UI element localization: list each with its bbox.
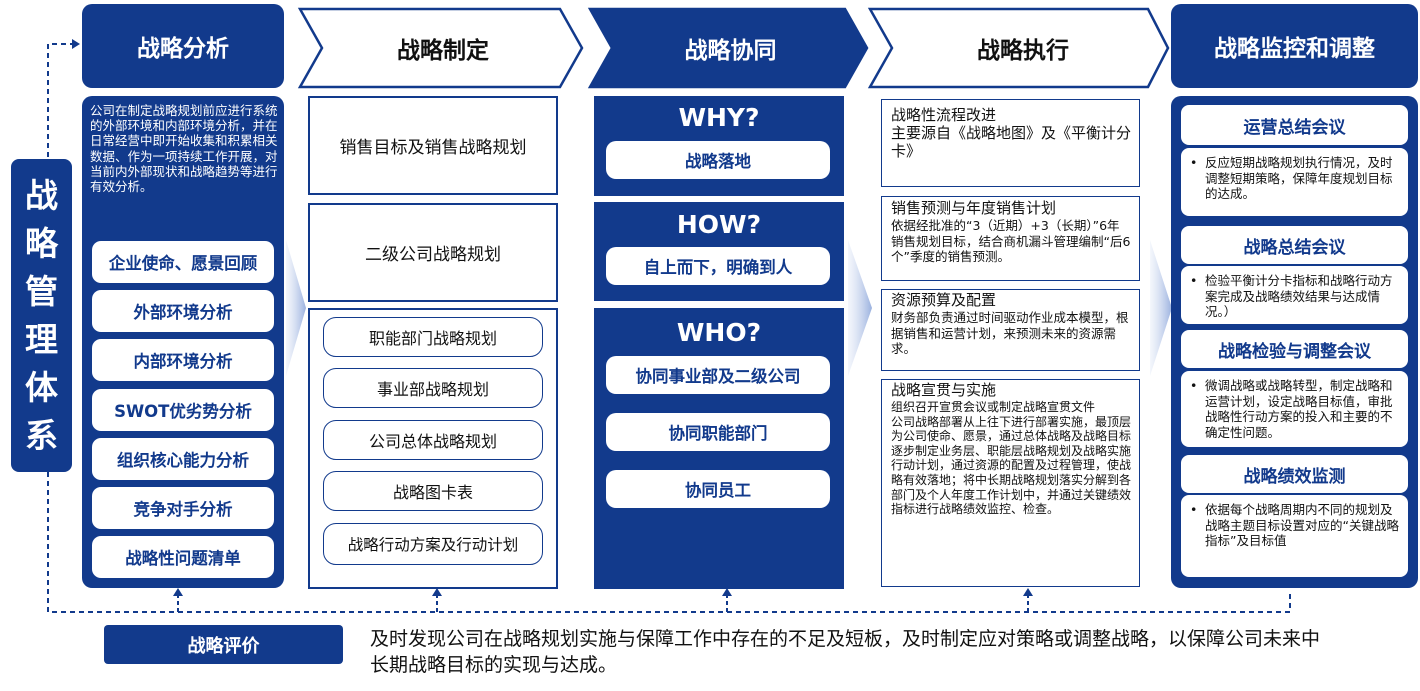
execution-box	[881, 99, 1140, 187]
side-title-char: 战	[25, 175, 58, 215]
evaluation-label: 战略评价	[187, 635, 260, 657]
analysis-item: 企业使命、愿景回顾	[92, 241, 274, 283]
synergy-how-item: 自上而下，明确到人	[606, 247, 830, 285]
execution-body: 依据经批准的“3（近期）+3（长期）”6年销售规划目标，结合商机漏斗管理编制“后…	[891, 218, 1131, 264]
execution-body: 组织召开宣贯会议或制定战略宣贯文件 公司战略部署从上往下进行部署实施，最顶层为公…	[891, 400, 1132, 517]
side-title-char: 系	[25, 415, 58, 455]
formulation-box-subsidiary-label: 二级公司战略规划	[365, 245, 501, 265]
header-synergy: 战略协同	[684, 38, 777, 64]
header-formulation: 战略制定	[397, 38, 489, 64]
side-title-char: 略	[25, 223, 58, 263]
header-chevron-3	[587, 7, 869, 89]
execution-title: 销售预测与年度销售计划	[891, 199, 1057, 217]
execution-box	[881, 379, 1140, 587]
header-analysis: 战略分析	[137, 36, 229, 62]
header-box-analysis	[82, 4, 284, 88]
analysis-item: 战略性问题清单	[92, 536, 274, 578]
header-chevron-2	[297, 7, 584, 89]
bullet-icon: •	[1190, 502, 1198, 517]
side-title-char: 管	[25, 271, 58, 311]
execution-body: 财务部负责通过时间驱动作业成本模型，根据销售和运营计划，来预测未来的资源需求。	[891, 310, 1129, 356]
formulation-item: 战略行动方案及行动计划	[323, 523, 543, 565]
monitoring-card-body: • 依据每个战略周期内不同的规划及战略主题目标设置对应的“关键战略指标”及目标值	[1181, 495, 1408, 577]
monitoring-card-title: 运营总结会议	[1181, 105, 1408, 145]
formulation-item: 公司总体战略规划	[323, 420, 543, 460]
synergy-how-label: HOW?	[676, 209, 762, 239]
formulation-box-subsidiary: 二级公司战略规划	[308, 203, 558, 302]
header-box-monitoring	[1171, 4, 1418, 88]
synergy-who-item: 协同事业部及二级公司	[606, 356, 830, 394]
bullet-icon: •	[1190, 155, 1198, 170]
analysis-item: 竞争对手分析	[92, 487, 274, 529]
bullet-icon: •	[1190, 378, 1198, 393]
header-chevron-4	[867, 7, 1170, 89]
side-title-char: 理	[25, 319, 58, 359]
analysis-item: SWOT优劣势分析	[92, 389, 274, 431]
execution-body: 主要源自《战略地图》及《平衡计分卡》	[891, 124, 1132, 160]
synergy-why-label: WHY?	[678, 102, 760, 132]
synergy-who-item: 协同员工	[606, 470, 830, 508]
formulation-item: 职能部门战略规划	[323, 317, 543, 357]
side-title-box: 战 略 管 理 体 系	[11, 159, 72, 472]
monitoring-card-title: 战略总结会议	[1181, 226, 1408, 264]
monitoring-card-text: 微调战略或战略转型，制定战略和运营计划，设定战略目标值，审批战略性行动方案的投入…	[1205, 378, 1393, 440]
execution-title: 资源预算及配置	[891, 291, 997, 309]
analysis-item: 内部环境分析	[92, 339, 274, 381]
evaluation-text: 及时发现公司在战略规划实施与保障工作中存在的不足及短板，及时制定应对策略或调整战…	[370, 628, 1321, 676]
monitoring-card-body: • 检验平衡计分卡指标和战略行动方案完成及战略绩效结果与达成情况。）	[1181, 266, 1408, 324]
header-monitoring: 战略监控和调整	[1214, 36, 1375, 62]
formulation-item: 事业部战略规划	[323, 368, 543, 408]
formulation-box-sales: 销售目标及销售战略规划	[308, 96, 558, 195]
evaluation-label-box	[104, 625, 343, 664]
monitoring-card-text: 检验平衡计分卡指标和战略行动方案完成及战略绩效结果与达成情况。）	[1205, 273, 1393, 319]
synergy-who-item: 协同职能部门	[606, 413, 830, 451]
monitoring-card-text: 依据每个战略周期内不同的规划及战略主题目标设置对应的“关键战略指标”及目标值	[1205, 502, 1399, 548]
monitoring-card-title: 战略绩效监测	[1181, 455, 1408, 493]
monitoring-card-title: 战略检验与调整会议	[1181, 330, 1408, 368]
analysis-intro: 公司在制定战略规划前应进行系统的外部环境和内部环境分析，并在日常经营中即开始收集…	[90, 103, 278, 195]
synergy-why-item: 战略落地	[606, 141, 830, 179]
analysis-item: 组织核心能力分析	[92, 438, 274, 480]
execution-box	[881, 289, 1140, 371]
execution-title: 战略性流程改进	[891, 106, 997, 124]
formulation-item: 战略图卡表	[323, 471, 543, 511]
header-execution: 战略执行	[977, 38, 1069, 64]
monitoring-card-text: 反应短期战略规划执行情况，及时调整短期策略，保障年度规划目标的达成。	[1205, 155, 1393, 201]
analysis-item: 外部环境分析	[92, 290, 274, 332]
monitoring-card-body: • 反应短期战略规划执行情况，及时调整短期策略，保障年度规划目标的达成。	[1181, 148, 1408, 216]
execution-box	[881, 196, 1140, 281]
monitoring-card-body: • 微调战略或战略转型，制定战略和运营计划，设定战略目标值，审批战略性行动方案的…	[1181, 371, 1408, 447]
execution-title: 战略宣贯与实施	[891, 381, 997, 399]
bullet-icon: •	[1190, 273, 1198, 288]
formulation-box-sales-label: 销售目标及销售战略规划	[339, 138, 527, 158]
side-title-char: 体	[25, 367, 58, 407]
synergy-who-label: WHO?	[676, 317, 762, 347]
